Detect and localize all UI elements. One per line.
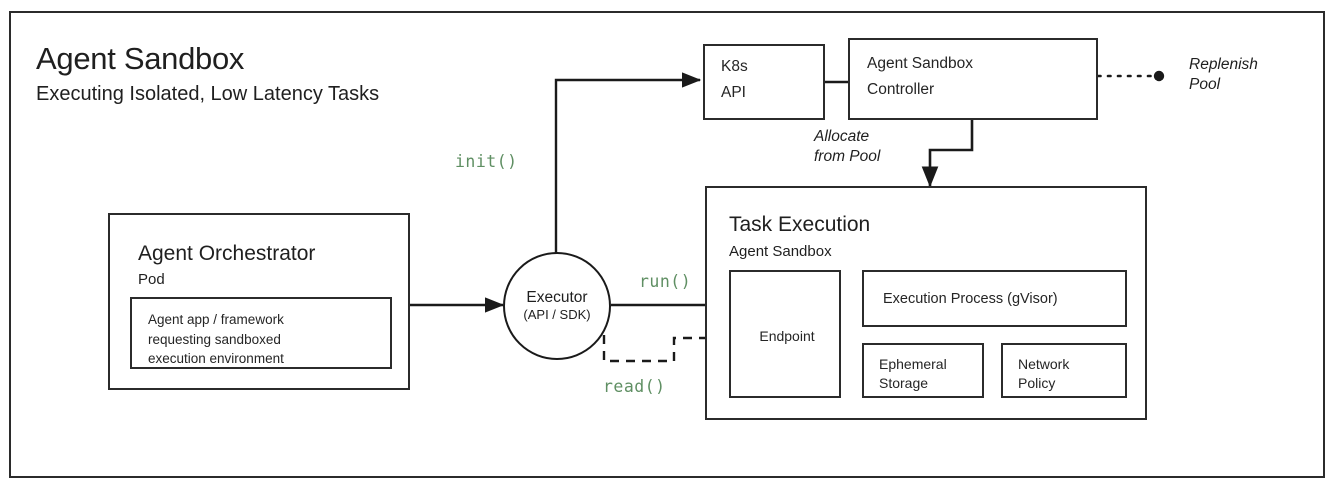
orchestrator-subtitle: Pod [138, 271, 165, 288]
node-execution-process[interactable]: Execution Process (gVisor) [862, 270, 1127, 327]
node-k8s-api[interactable]: K8s API [703, 44, 825, 120]
node-agent-sandbox-controller[interactable]: Agent Sandbox Controller [848, 38, 1098, 120]
node-agent-orchestrator[interactable]: Agent Orchestrator Pod Agent app / frame… [108, 213, 410, 390]
endpoint-label: Endpoint [759, 328, 815, 344]
task-execution-title: Task Execution [729, 213, 871, 236]
page-title: Agent Sandbox [36, 41, 245, 76]
page-subtitle: Executing Isolated, Low Latency Tasks [36, 83, 380, 105]
node-task-execution[interactable]: Task Execution Agent Sandbox Endpoint Ex… [705, 186, 1147, 420]
controller-line2: Controller [867, 81, 935, 98]
k8s-api-line1: K8s [721, 58, 748, 75]
call-label-init: init() [455, 152, 518, 171]
network-policy-label: Network Policy [1018, 356, 1070, 391]
annotation-allocate-from-pool: Allocate from Pool [814, 128, 881, 166]
call-label-run: run() [639, 272, 692, 291]
ephemeral-storage-label: Ephemeral Storage [879, 356, 947, 391]
agent-app-description: Agent app / framework requesting sandbox… [148, 312, 284, 367]
node-agent-app-framework[interactable]: Agent app / framework requesting sandbox… [130, 297, 392, 369]
node-executor[interactable]: Executor (API / SDK) [503, 252, 611, 360]
controller-line1: Agent Sandbox [867, 55, 974, 72]
node-ephemeral-storage[interactable]: Ephemeral Storage [862, 343, 984, 398]
executor-line2: (API / SDK) [523, 307, 591, 323]
annotation-replenish-pool: Replenish Pool [1189, 56, 1258, 94]
call-label-read: read() [603, 377, 666, 396]
node-endpoint[interactable]: Endpoint [729, 270, 841, 398]
executor-line1: Executor [526, 288, 588, 306]
k8s-api-line2: API [721, 84, 746, 101]
node-network-policy[interactable]: Network Policy [1001, 343, 1127, 398]
execution-process-label: Execution Process (gVisor) [883, 291, 1058, 307]
orchestrator-title: Agent Orchestrator [138, 242, 316, 265]
task-execution-subtitle: Agent Sandbox [729, 243, 832, 260]
